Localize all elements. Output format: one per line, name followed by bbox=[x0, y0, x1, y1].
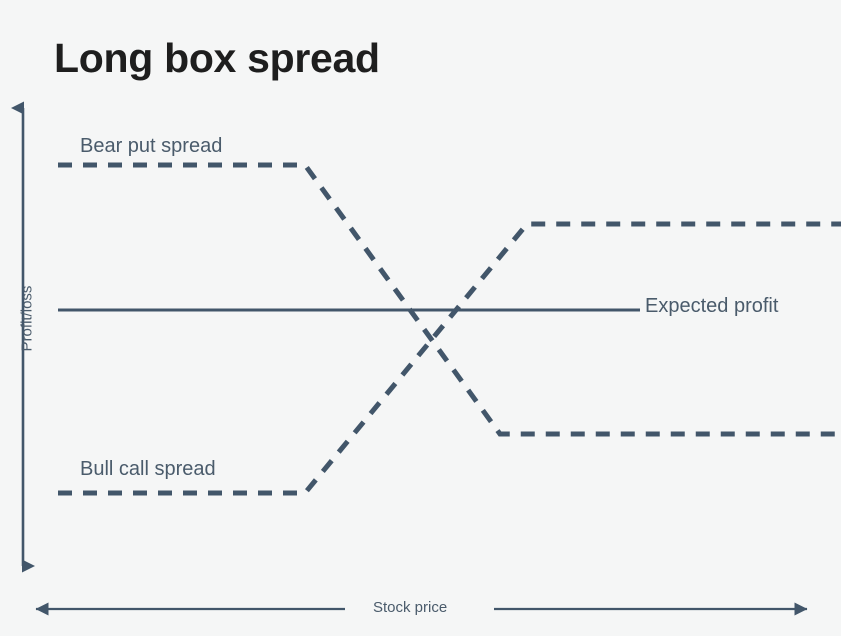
y-axis-label: Profit/loss bbox=[18, 285, 36, 352]
series-bull-call-spread bbox=[58, 221, 841, 496]
series-label-expected-profit: Expected profit bbox=[645, 295, 779, 317]
series-label-bear-put-spread: Bear put spread bbox=[80, 135, 223, 157]
chart-title: Long box spread bbox=[54, 35, 380, 81]
series-label-bull-call-spread: Bull call spread bbox=[80, 458, 216, 480]
x-axis-label: Stock price bbox=[373, 599, 448, 616]
series-bear-put-spread bbox=[58, 162, 841, 437]
